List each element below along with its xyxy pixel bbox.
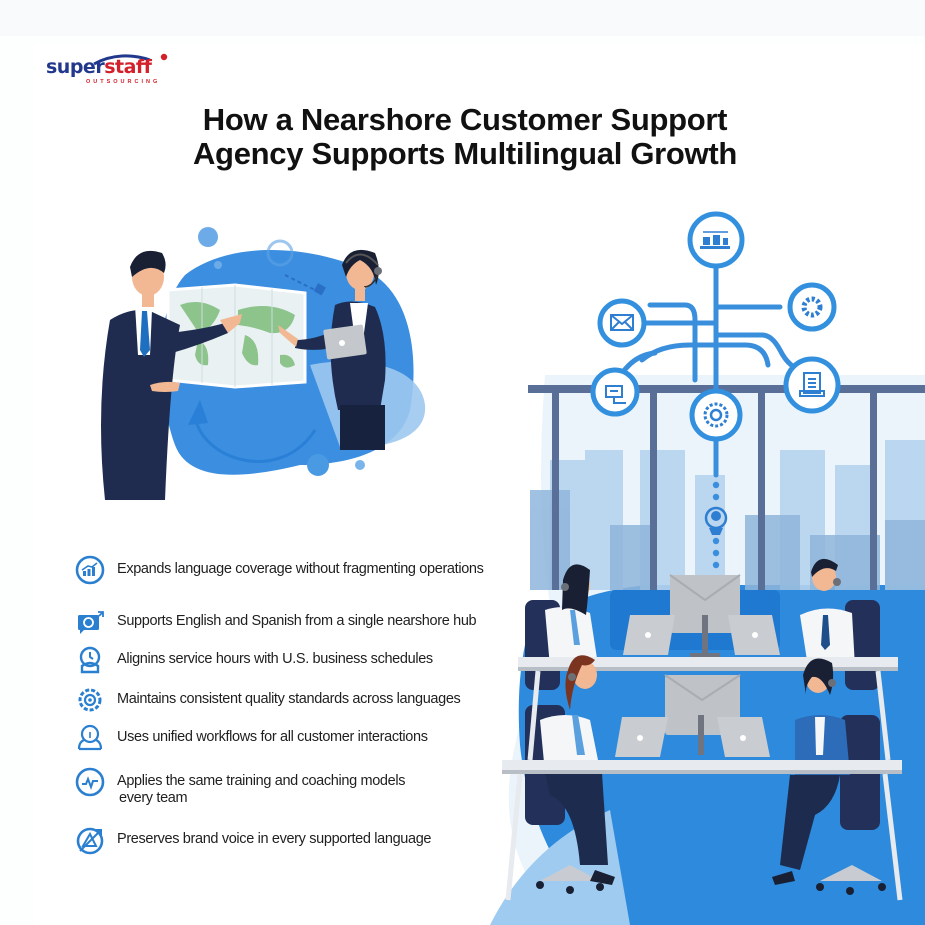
brand-voice-icon <box>76 827 104 855</box>
quality-gear-icon <box>78 688 102 712</box>
title-line-2: Agency Supports Multilingual Growth <box>192 136 738 171</box>
feature-item: Uses unified workflows for all customer … <box>74 722 428 754</box>
feature-text: Maintains consistent quality standards a… <box>117 691 461 707</box>
feature-text: Expands language coverage without fragme… <box>117 561 484 577</box>
growth-chart-icon <box>75 555 105 585</box>
clock-person-icon <box>79 646 101 674</box>
feature-text: Uses unified workflows for all customer … <box>117 729 428 745</box>
presenters-map-illustration <box>101 227 426 500</box>
feature-item: Supports English and Spanish from a sing… <box>74 606 477 638</box>
feature-item: Alignins service hours with U.S. busines… <box>74 644 433 676</box>
feature-text: Alignins service hours with U.S. busines… <box>117 651 433 667</box>
feature-text: Applies the same training and coaching m… <box>117 773 406 806</box>
logo-swoosh-icon <box>93 53 168 66</box>
feature-text: Supports English and Spanish from a sing… <box>117 613 477 629</box>
feature-item: Preserves brand voice in every supported… <box>74 824 431 856</box>
feature-text: Preserves brand voice in every supported… <box>117 831 432 847</box>
top-strip <box>0 0 925 36</box>
logo-wordmark: superstaff <box>46 56 152 78</box>
user-workflow-icon <box>77 724 103 751</box>
office-network-illustration <box>490 211 925 925</box>
feature-item: Maintains consistent quality standards a… <box>74 684 461 716</box>
feature-item: Applies the same training and coaching m… <box>74 766 405 807</box>
coaching-pulse-icon <box>75 767 105 797</box>
superstaff-logo: superstaff OUTSOURCING <box>46 53 181 90</box>
page-title: How a Nearshore Customer Support Agency … <box>150 103 780 171</box>
title-line-1: How a Nearshore Customer Support <box>202 102 728 137</box>
logo-tagline: OUTSOURCING <box>86 79 161 85</box>
chat-hub-icon <box>78 611 104 634</box>
feature-item: Expands language coverage without fragme… <box>74 554 484 586</box>
